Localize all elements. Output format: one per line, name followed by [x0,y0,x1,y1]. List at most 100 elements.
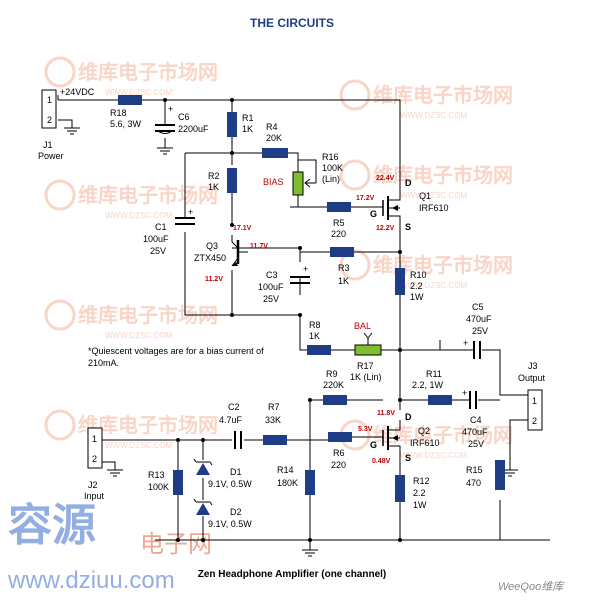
connector-j1[interactable]: 1 2 J1 Power +24VDC [38,87,95,161]
j3-label: Output [518,373,546,383]
svg-text:R12: R12 [413,476,430,486]
svg-text:IRF610: IRF610 [410,438,440,448]
svg-text:+: + [303,264,308,274]
capacitor-c1: + C1 100uF 25V [143,207,195,256]
svg-text:9.1V, 0.5W: 9.1V, 0.5W [208,479,252,489]
connector-j2[interactable]: 1 2 J2 Input [84,427,105,501]
j1-pin2: 2 [47,115,52,125]
q1-gate-voltage: 17.2V [356,195,375,202]
j3-name: J3 [528,361,538,371]
resistor-r8: R8 1K [307,320,331,355]
resistor-r14: R14 180K [277,465,315,495]
svg-text:220K: 220K [323,380,344,390]
svg-text:R11: R11 [426,369,442,379]
watermark-url-6: WWW.DZSC.COM [400,281,467,290]
svg-text:Q1: Q1 [419,191,431,201]
resistor-r5: R5 220 [327,202,351,239]
svg-text:33K: 33K [265,415,281,425]
watermark-cn-3: 维库电子市场网 [78,183,218,207]
ground-symbols [64,127,518,557]
svg-text:(Lin): (Lin) [322,174,340,184]
svg-text:2.2, 1W: 2.2, 1W [412,380,444,390]
zener-d2: D2 9.1V, 0.5W [193,498,252,529]
svg-text:9.1V, 0.5W: 9.1V, 0.5W [208,519,252,529]
svg-text:+: + [463,338,468,348]
svg-text:470: 470 [466,478,481,488]
watermark-cn-2: 维库电子市场网 [373,83,513,107]
svg-text:S: S [405,222,411,232]
resistor-r6: R6 220 [328,432,352,470]
svg-text:1K (Lin): 1K (Lin) [350,372,382,382]
resistor-r17[interactable]: BAL R17 1K (Lin) [350,321,382,382]
j3-pin1: 1 [532,396,537,406]
svg-text:ZTX450: ZTX450 [194,253,226,263]
j2-pin1: 1 [92,434,97,444]
resistor-r12: R12 2.2 1W [395,475,430,510]
svg-text:25V: 25V [150,246,166,256]
svg-text:220: 220 [331,460,346,470]
resistor-r2: R2 1K [208,168,237,193]
svg-text:R8: R8 [309,320,321,330]
svg-text:D1: D1 [230,467,242,477]
svg-text:5.6, 3W: 5.6, 3W [110,119,142,129]
svg-text:C2: C2 [228,402,240,412]
watermark-cn-4: 维库电子市场网 [373,163,513,187]
svg-text:20K: 20K [266,133,282,143]
capacitor-c4: + C4 470uF 25V [462,388,488,449]
watermark-url-5: WWW.DZSC.COM [105,331,172,340]
j2-name: J2 [88,480,98,490]
big-watermark-sub: 电子网 [140,531,212,558]
corner-watermark: WeeQoo维库 [498,580,565,593]
svg-text:R6: R6 [333,448,345,458]
resistor-r13: R13 100K [148,470,183,495]
j2-label: Input [84,491,105,501]
capacitor-c2: C2 4.7uF [219,402,243,449]
capacitor-c5: + C5 470uF 25V [463,302,492,359]
resistor-r4: R4 20K [262,122,288,158]
resistor-r16[interactable]: R16 100K (Lin) BIAS [263,152,343,196]
svg-text:R4: R4 [266,122,278,132]
svg-text:2200uF: 2200uF [178,124,209,134]
svg-text:D: D [405,412,412,422]
j2-pin2: 2 [92,454,97,464]
big-watermark-url: www.dziuu.com [7,567,175,594]
svg-text:1K: 1K [242,124,253,134]
svg-text:1K: 1K [338,276,349,286]
q3-emitter-voltage: 11.2V [205,276,223,283]
bjt-q3: Q3 ZTX450 17.1V 11.7V 11.2V [194,225,268,283]
svg-text:R15: R15 [466,465,483,475]
svg-text:Q2: Q2 [418,426,430,436]
resistor-r1: R1 1K [227,112,254,137]
watermark-url-3: WWW.DZSC.COM [105,211,172,220]
svg-text:100uF: 100uF [143,234,169,244]
resistor-r15: R15 470 [466,460,505,490]
svg-text:4.7uF: 4.7uF [219,415,243,425]
svg-text:470uF: 470uF [466,314,492,324]
big-watermark-text: 容源 [8,501,96,550]
supply-label: +24VDC [60,87,95,97]
connector-j3[interactable]: 1 2 J3 Output [518,361,546,431]
resistor-r18: R18 5.6, 3W [110,95,142,129]
capacitor-c3: + C3 100uF 25V [258,264,310,304]
svg-text:C5: C5 [472,302,484,312]
svg-text:R17: R17 [357,361,374,371]
svg-text:25V: 25V [472,326,488,336]
svg-text:R1: R1 [242,113,254,123]
resistor-r3: R3 1K [330,247,354,286]
svg-text:R2: R2 [208,171,220,181]
svg-text:R3: R3 [338,263,350,273]
svg-text:R14: R14 [277,465,294,475]
svg-text:100uF: 100uF [258,282,284,292]
mosfet-q2: D G S Q2 IRF610 11.8V 5.3V 0.48V [358,410,440,465]
svg-text:Q3: Q3 [206,241,218,251]
svg-text:C3: C3 [266,270,278,280]
svg-text:R10: R10 [410,270,427,280]
resistor-r7: R7 33K [263,402,287,445]
svg-text:+: + [188,207,193,217]
quiescent-note: *Quiescent voltages are for a bias curre… [88,346,264,368]
watermark-url-8: WWW.DZSC.COM [400,451,467,460]
q1-drain-voltage: 22.4V [376,175,395,182]
watermark-url-4: WWW.DZSC.COM [400,191,467,200]
watermark-cn-8: 维库电子市场网 [373,423,513,447]
